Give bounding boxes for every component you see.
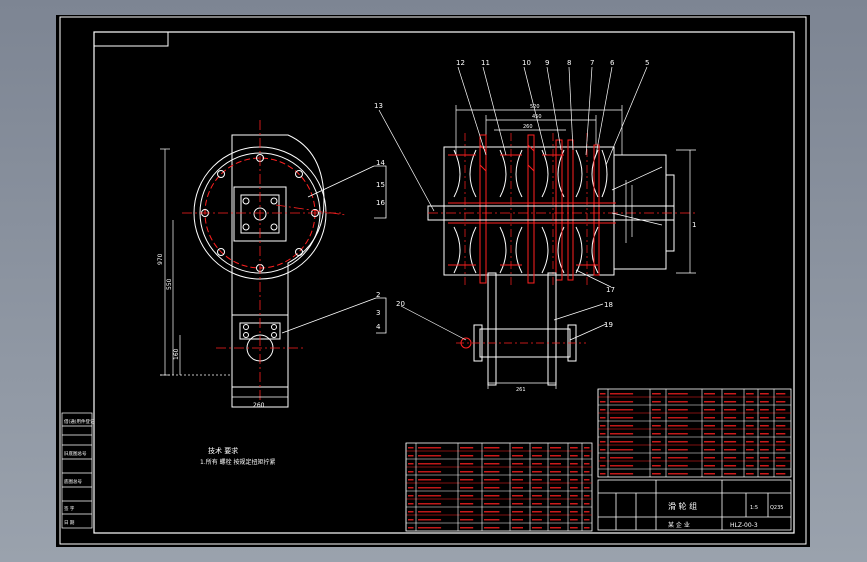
sheaves-lower [453,226,599,274]
balloon-7: 7 [590,59,594,67]
sheaves-upper [453,149,608,198]
dim-offset: 160 [173,348,180,360]
front-view [160,120,387,408]
left-stamp [61,412,93,529]
drawing-name: 滑 轮 组 [668,501,697,511]
balloon-4: 4 [376,323,381,331]
balloon-10: 10 [522,59,531,67]
svg-text:借(通)用件登记: 借(通)用件登记 [64,418,95,425]
balloon-12: 12 [456,59,465,67]
front-dims [160,148,289,403]
left-stamp-labels: 借(通)用件登记 旧底图总号 底图总号 签 字 日 期 [64,418,95,526]
inner-frame [93,31,795,534]
dim-top-mid: 450 [532,114,542,120]
dim-bottom-span: 261 [516,387,526,393]
dim-top-outer: 520 [530,104,540,110]
balloon-17: 17 [606,286,615,294]
dim-height-mid: 550 [166,278,173,290]
svg-text:签 字: 签 字 [64,505,75,512]
balloon-20: 20 [396,300,405,308]
svg-text:底图总号: 底图总号 [64,478,82,485]
balloon-2: 2 [376,291,380,299]
balloon-5: 5 [645,59,649,67]
section-view [378,66,696,389]
company-name: 某 企 业 [668,521,690,529]
balloon-19: 19 [604,321,613,329]
svg-text:旧底图总号: 旧底图总号 [64,450,87,457]
balloon-3: 3 [376,309,380,317]
balloon-14: 14 [376,159,385,167]
balloon-15: 15 [376,181,385,189]
bom-table-upper [597,388,792,478]
part-balloons: 12 11 10 9 8 7 6 5 13 14 15 16 2 3 4 1 17 18 19 20 [374,59,696,331]
balloon-13: 13 [374,102,383,110]
bom-table-lower [405,442,593,532]
balloon-8: 8 [567,59,571,67]
balloon-18: 18 [604,301,613,309]
corner-code-box [93,31,169,47]
tech-notes-line: 1.所有 螺栓 按规定扭矩拧紧 [200,458,276,466]
outer-frame [59,16,807,545]
title-block [597,479,792,531]
balloon-6: 6 [610,59,615,67]
balloon-9: 9 [545,59,549,67]
balloon-1: 1 [692,221,696,229]
scale: 1:5 [750,505,758,511]
dim-top-inner: 260 [523,124,533,130]
right-flange [613,154,667,270]
balloon-11: 11 [481,59,490,67]
drawing-number: HLZ-00-3 [730,522,758,529]
dim-total-height: 970 [157,253,164,265]
dim-width: 260 [253,402,265,409]
svg-text:日 期: 日 期 [64,520,75,526]
tech-notes-title: 技术 要求 [208,446,238,455]
material: Q235 [770,505,783,511]
balloon-16: 16 [376,199,385,207]
housing-outline [231,134,325,408]
drawing-canvas[interactable]: 260 970 550 160 [56,15,810,547]
drawing-sheet: 260 970 550 160 [56,15,810,547]
